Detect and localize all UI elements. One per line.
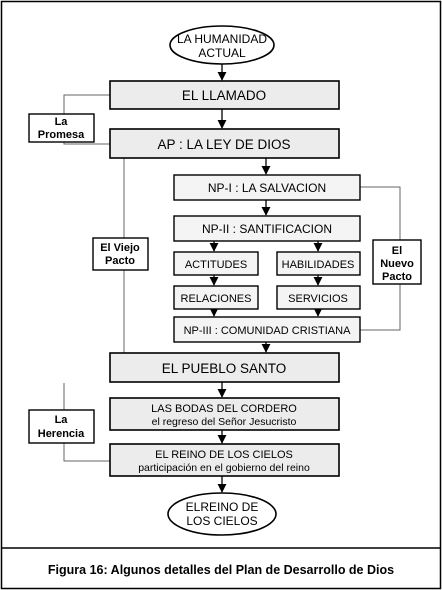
label-la-herencia: La Herencia — [28, 409, 95, 444]
flow-arrows — [209, 64, 323, 493]
side-label-text: El — [392, 245, 402, 257]
node-label: NP-III : COMUNIDAD CRISTIANA — [184, 325, 352, 337]
side-connectors — [63, 94, 401, 462]
node-label: LOS CIELOS — [186, 514, 257, 528]
side-label-text: Herencia — [38, 428, 85, 440]
label-la-promesa: La Promesa — [28, 113, 95, 143]
node-relaciones: RELACIONES — [173, 285, 259, 310]
node-label: EL REINO DE LOS CIELOS — [155, 449, 293, 461]
node-servicios: SERVICIOS — [276, 285, 361, 310]
node-label: LA HUMANIDAD — [177, 32, 267, 46]
node-elreino-de-los-cielos: ELREINO DE LOS CIELOS — [167, 492, 277, 536]
side-label-text: Nuevo — [380, 258, 414, 270]
node-sublabel: el regreso del Señor Jesucristo — [152, 416, 297, 428]
connector-nuevo-top — [360, 186, 401, 240]
side-label-text: Pacto — [105, 255, 135, 267]
node-np1-la-salvacion: NP-I : LA SALVACION — [173, 174, 361, 201]
connector-promesa-llamado — [63, 94, 110, 114]
node-el-llamado: EL LLAMADO — [109, 80, 340, 110]
node-label: RELACIONES — [181, 293, 252, 305]
node-label: SERVICIOS — [288, 293, 348, 305]
label-el-nuevo-pacto: El Nuevo Pacto — [372, 239, 422, 285]
node-label: NP-I : LA SALVACION — [208, 181, 326, 195]
node-label: EL LLAMADO — [182, 88, 266, 103]
node-np3-comunidad-cristiana: NP-III : COMUNIDAD CRISTIANA — [173, 316, 361, 343]
node-el-pueblo-santo: EL PUEBLO SANTO — [109, 352, 340, 383]
node-el-reino-de-los-cielos: EL REINO DE LOS CIELOS participación en … — [109, 443, 340, 477]
node-actitudes: ACTITUDES — [173, 251, 259, 276]
node-ap-la-ley-de-dios: AP : LA LEY DE DIOS — [109, 128, 340, 159]
node-label: ACTUAL — [198, 46, 246, 60]
node-label: LAS BODAS DEL CORDERO — [151, 403, 297, 415]
connector-nuevo-bottom — [360, 284, 401, 331]
figure-caption: Figura 16: Algunos detalles del Plan de … — [48, 563, 394, 577]
node-label: ACTITUDES — [185, 259, 247, 271]
side-label-text: La — [55, 414, 69, 426]
node-label: EL PUEBLO SANTO — [162, 361, 287, 376]
node-sublabel: participación en el gobierno del reino — [138, 462, 310, 474]
node-habilidades: HABILIDADES — [276, 251, 361, 276]
label-el-viejo-pacto: El Viejo Pacto — [92, 237, 149, 271]
node-la-humanidad-actual: LA HUMANIDAD ACTUAL — [169, 25, 275, 65]
side-label-text: Promesa — [38, 129, 85, 141]
node-label: NP-II : SANTIFICACION — [202, 222, 332, 236]
node-label: HABILIDADES — [282, 259, 355, 271]
side-label-text: La — [55, 116, 69, 128]
side-label-text: El Viejo — [100, 242, 140, 254]
node-label: ELREINO DE — [186, 500, 259, 514]
node-las-bodas-del-cordero: LAS BODAS DEL CORDERO el regreso del Señ… — [109, 397, 340, 431]
node-label: AP : LA LEY DE DIOS — [157, 137, 290, 152]
connector-herencia-reino — [63, 443, 110, 462]
side-label-text: Pacto — [382, 271, 412, 283]
node-np2-santificacion: NP-II : SANTIFICACION — [173, 215, 361, 242]
